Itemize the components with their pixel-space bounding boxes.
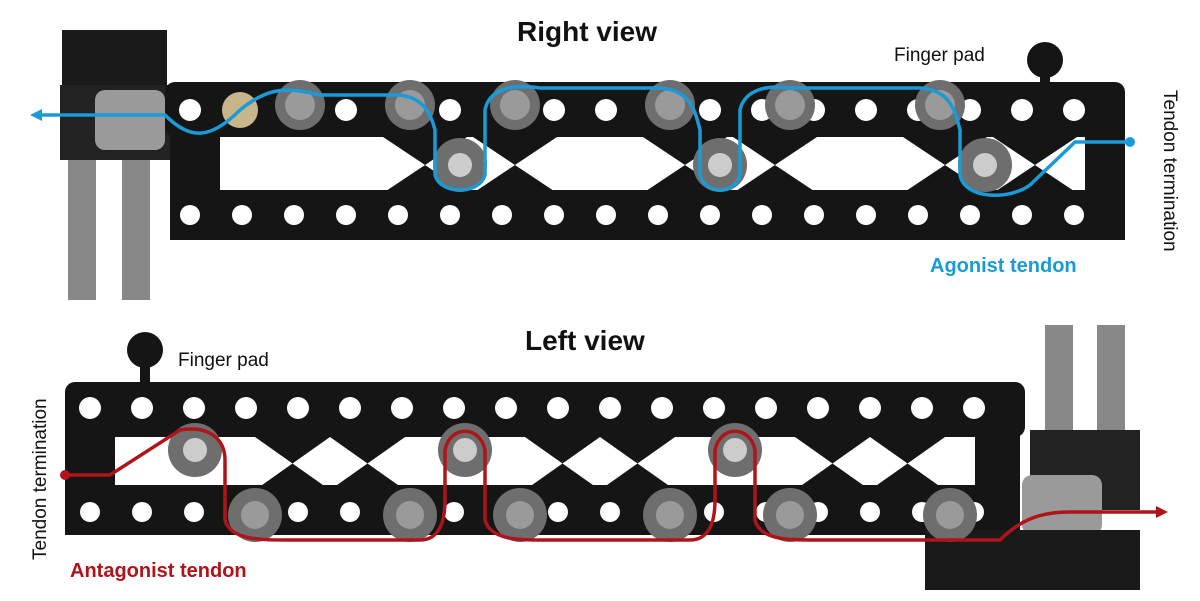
beam-hole xyxy=(132,502,152,522)
beam-hole xyxy=(391,397,413,419)
beam-hole xyxy=(492,205,512,225)
left-view-finger-pad-label: Finger pad xyxy=(178,350,269,371)
pulley-hub xyxy=(285,90,315,120)
beam-hole xyxy=(388,205,408,225)
beam-hole xyxy=(284,205,304,225)
agonist-tendon-label: Agonist tendon xyxy=(930,255,1077,277)
agonist-tendon-path xyxy=(35,84,1130,197)
beam-hole xyxy=(599,397,621,419)
beam-hole xyxy=(807,397,829,419)
pulley-hub xyxy=(776,501,804,529)
pulley-hub xyxy=(241,501,269,529)
pulley-hub xyxy=(708,153,732,177)
pulley-hub xyxy=(183,438,207,462)
pulley-hub xyxy=(500,90,530,120)
beam-hole xyxy=(184,502,204,522)
pulley-hub xyxy=(775,90,805,120)
beam-hole xyxy=(80,502,100,522)
beam-hole xyxy=(131,397,153,419)
beam-hole xyxy=(908,205,928,225)
beam-hole xyxy=(183,397,205,419)
beam-hole xyxy=(287,397,309,419)
pulley-hub xyxy=(936,501,964,529)
beam-hole xyxy=(79,397,101,419)
beam-hole xyxy=(911,397,933,419)
right-view-finger-pad-label: Finger pad xyxy=(894,45,985,66)
beam-hole xyxy=(544,205,564,225)
beam-hole xyxy=(595,99,617,121)
beam-hole xyxy=(1063,99,1085,121)
right-view-actuator xyxy=(60,30,170,300)
right-view-title: Right view xyxy=(517,16,658,47)
right-view-termination-label: Tendon termination xyxy=(1159,90,1180,252)
antagonist-tendon-label: Antagonist tendon xyxy=(70,560,247,582)
beam-hole xyxy=(804,205,824,225)
beam-hole xyxy=(855,99,877,121)
beam-hole xyxy=(335,99,357,121)
beam-hole xyxy=(180,205,200,225)
pulley-hub xyxy=(506,501,534,529)
pulley-hub xyxy=(396,501,424,529)
pulley-hub xyxy=(655,90,685,120)
beam-hole xyxy=(443,397,465,419)
beam-hole xyxy=(699,99,721,121)
beam-hole xyxy=(648,205,668,225)
beam-hole xyxy=(543,99,565,121)
beam-hole xyxy=(439,99,461,121)
beam-hole xyxy=(495,397,517,419)
beam-hole xyxy=(444,502,464,522)
beam-hole xyxy=(703,397,725,419)
antagonist-tendon-path xyxy=(65,427,1160,542)
beam-hole xyxy=(596,205,616,225)
beam-hole xyxy=(755,397,777,419)
beam-hole xyxy=(752,205,772,225)
beam-hole xyxy=(860,502,880,522)
beam-hole xyxy=(336,205,356,225)
beam-hole xyxy=(1012,205,1032,225)
beam-hole xyxy=(651,397,673,419)
beam-hole xyxy=(440,205,460,225)
beam-hole xyxy=(235,397,257,419)
beam-hole xyxy=(232,205,252,225)
left-view-termination-label: Tendon termination xyxy=(30,398,51,560)
beam-hole xyxy=(340,502,360,522)
beam-hole xyxy=(288,502,308,522)
pulley-hub xyxy=(448,153,472,177)
beam-hole xyxy=(179,99,201,121)
beam-hole xyxy=(547,397,569,419)
beam-hole xyxy=(963,397,985,419)
pulley-hub xyxy=(723,438,747,462)
pulley-hub xyxy=(453,438,477,462)
beam-hole xyxy=(859,397,881,419)
beam-hole xyxy=(960,205,980,225)
left-view-actuator xyxy=(925,325,1140,590)
left-view-title: Left view xyxy=(525,325,645,356)
beam-hole xyxy=(339,397,361,419)
beam-hole xyxy=(1011,99,1033,121)
pulley-hub xyxy=(395,90,425,120)
beam-hole xyxy=(1064,205,1084,225)
beam-hole xyxy=(600,502,620,522)
beam-hole xyxy=(548,502,568,522)
pulley-hub xyxy=(973,153,997,177)
pulley-hub xyxy=(656,501,684,529)
beam-hole xyxy=(856,205,876,225)
pull-arrow-icon xyxy=(1156,506,1168,518)
beam-hole xyxy=(700,205,720,225)
